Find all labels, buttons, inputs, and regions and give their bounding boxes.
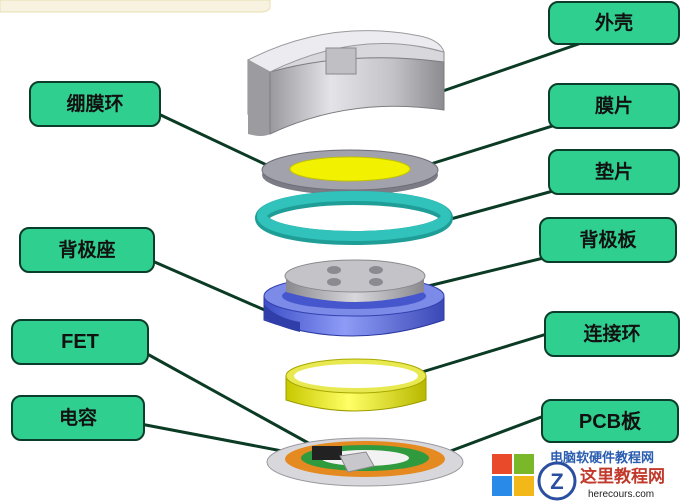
callout-label-backplate: 背极板 — [579, 228, 637, 251]
capacitor-chip — [339, 451, 375, 473]
leader-shell — [439, 38, 591, 94]
callout-label-membrane: 膜片 — [594, 94, 633, 117]
callout-label-fet: FET — [61, 331, 99, 353]
callout-backplate: 背极板 — [539, 217, 677, 263]
callout-connection-ring: 连接环 — [544, 311, 680, 357]
backplate-part — [284, 259, 426, 302]
watermark-top-text: 电脑软硬件教程网 — [550, 450, 654, 466]
callout-label-backplate-seat: 背极座 — [58, 238, 115, 261]
callout-pcb: PCB板 — [541, 399, 679, 443]
callout-label-connection-ring: 连接环 — [583, 322, 640, 345]
connection-ring-part — [285, 358, 427, 412]
callout-label-gasket: 垫片 — [595, 160, 633, 183]
pcb-part — [266, 437, 464, 487]
header-strip — [0, 0, 271, 13]
svg-text:Z: Z — [550, 469, 563, 494]
watermark-title: 这里教程网 — [580, 466, 665, 487]
callout-capacitor: 电容 — [11, 395, 145, 441]
membrane-ring-part — [261, 149, 439, 195]
leader-membrane — [404, 116, 579, 174]
callout-shell: 外壳 — [548, 1, 680, 45]
watermark-url: herecours.com — [588, 489, 654, 500]
membrane-disc — [289, 156, 411, 182]
leader-backplate — [419, 252, 561, 290]
shell-part — [246, 30, 445, 136]
fet-chip — [312, 446, 342, 460]
callout-label-capacitor: 电容 — [59, 406, 97, 429]
callout-label-membrane-ring: 绷膜环 — [66, 92, 123, 115]
callout-label-pcb: PCB板 — [579, 409, 642, 433]
gasket-part — [255, 191, 453, 245]
callout-label-shell: 外壳 — [595, 11, 633, 34]
callout-membrane-ring: 绷膜环 — [29, 81, 161, 127]
leader-fet — [139, 348, 331, 457]
leader-pcb — [439, 408, 561, 457]
windows-logo-icon — [492, 454, 534, 496]
leader-connection-ring — [421, 328, 561, 374]
callout-fet: FET — [11, 319, 149, 365]
callout-backplate-seat: 背极座 — [19, 227, 155, 273]
callout-membrane: 膜片 — [548, 83, 680, 129]
watermark-badge-icon — [537, 461, 577, 501]
watermark: 电脑软硬件教程网 Z 这里教程网 herecours.com — [492, 450, 665, 501]
callout-gasket: 垫片 — [548, 149, 680, 195]
